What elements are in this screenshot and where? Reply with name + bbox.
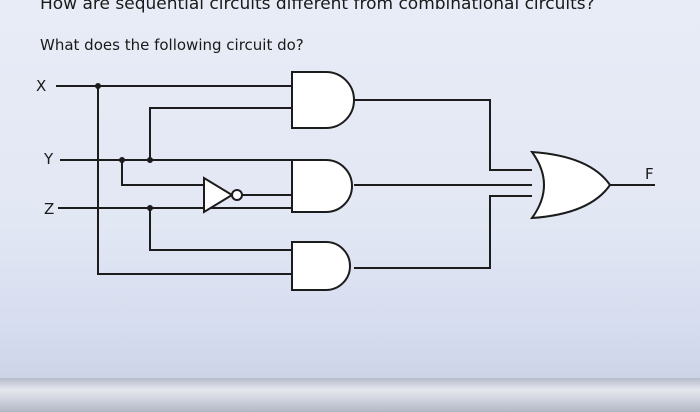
and-gate-2 xyxy=(291,159,353,213)
wire-y-to-not xyxy=(121,160,204,186)
junction-x xyxy=(95,83,101,89)
junction-y-2 xyxy=(147,157,153,163)
and-gate-1 xyxy=(291,71,355,129)
wire-and1-out xyxy=(354,99,532,171)
output-label-f: F xyxy=(645,165,654,183)
not-gate-triangle xyxy=(203,176,234,214)
junction-y-1 xyxy=(119,157,125,163)
and-gate-3 xyxy=(291,241,351,291)
junction-z xyxy=(147,205,153,211)
bottom-frame-band xyxy=(0,378,700,412)
wire-x-branch xyxy=(97,86,292,275)
wire-y-to-and1 xyxy=(149,107,292,160)
question-prompt: What does the following circuit do? xyxy=(40,36,304,54)
input-label-x: X xyxy=(36,77,47,95)
wire-and3-out xyxy=(354,195,532,269)
wire-z-to-and3 xyxy=(149,208,292,251)
question-title: How are sequential circuits different fr… xyxy=(40,0,595,14)
or-gate xyxy=(529,150,612,220)
input-label-z: Z xyxy=(44,200,55,218)
not-gate-bubble xyxy=(231,189,243,201)
input-label-y: Y xyxy=(44,150,54,168)
